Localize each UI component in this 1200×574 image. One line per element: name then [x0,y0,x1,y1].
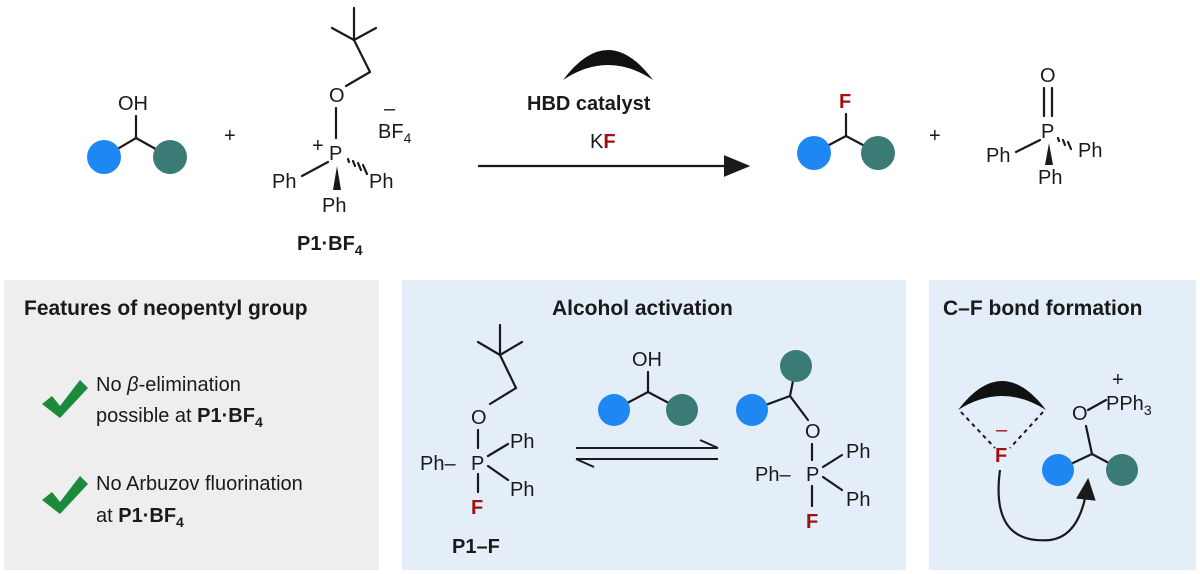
alkoxy-ph-bottom: Ph [846,489,870,511]
phosphine-oxide-byproduct: O P Ph Ph Ph [986,65,1102,189]
p1f-ph-bottom: Ph [510,479,534,501]
hbd-catalyst-icon [563,50,653,80]
activation-oh-label: OH [632,349,662,371]
cf-oxygen: O [1072,403,1088,425]
hbd-catalyst-label: HBD catalyst [527,93,651,115]
oxide-ph-left: Ph [986,145,1010,167]
p1f-name: P1–F [452,536,500,558]
p1f-phosphorus: P [471,453,484,475]
reagent-oxygen: O [329,85,345,107]
alkoxy-ph-dash: Ph– [755,464,791,486]
activation-panel: Alcohol activation O Ph– P Ph Ph F P1–F [402,280,906,570]
p1f-ph-top: Ph [510,431,534,453]
fluoride-ion: F [995,445,1007,467]
blue-substituent [1042,454,1074,486]
alkoxy-oxygen: O [805,421,821,443]
pph3-charge: + [1112,369,1124,391]
activation-alcohol: OH [598,349,698,426]
alcohol-oh-label: OH [118,93,148,115]
teal-substituent [780,350,812,382]
features-panel-title: Features of neopentyl group [24,297,308,320]
product-fluorine: F [839,91,851,113]
reagent-phosphorus: P [329,143,342,165]
reagent-p-charge: + [312,135,324,157]
checkmark-icon [42,476,88,514]
hashed-wedge-bond [1056,136,1073,151]
features-panel-bg [4,280,379,570]
oxide-ph-bottom: Ph [1038,167,1062,189]
alcohol-substrate: OH [87,93,187,174]
blue-substituent [736,394,768,426]
cf-panel-title: C–F bond formation [943,297,1142,320]
cf-panel-bg [929,280,1196,570]
alkoxy-fluorine: F [806,511,818,533]
fluoride-charge: – [996,419,1008,441]
blue-substituent [598,394,630,426]
fluoride-product: F [797,91,895,170]
reagent-name: P1·BF4 [297,233,363,258]
counterion-charge: – [384,98,396,120]
activation-panel-bg [402,280,906,570]
teal-substituent [861,136,895,170]
reaction-conditions: HBD catalyst KF [478,50,751,177]
alkoxy-ph-top: Ph [846,441,870,463]
plus-sign-1: + [224,125,236,147]
solid-wedge-bond [333,166,341,190]
reagent-ph-right: Ph [369,171,393,193]
reagent-ph-left: Ph [272,171,296,193]
reagent-ph-bottom: Ph [322,195,346,217]
hydrogen-bond-left [960,411,996,449]
p1f-ph-dash: Ph– [420,453,456,475]
teal-substituent [1106,454,1138,486]
features-panel: Features of neopentyl group No β-elimina… [4,280,379,570]
feature-1-line2: possible at P1·BF4 [96,405,263,430]
teal-substituent [153,140,187,174]
pph3-label: PPh3 [1106,393,1152,418]
blue-substituent [87,140,121,174]
feature-2-line2: at P1·BF4 [96,505,184,530]
teal-substituent [666,394,698,426]
blue-substituent [797,136,831,170]
feature-2-line1: No Arbuzov fluorination [96,473,303,495]
plus-sign-2: + [929,125,941,147]
counterion-bf4: BF4 [378,121,412,146]
p1-f-structure: O Ph– P Ph Ph F P1–F [420,323,534,558]
cf-formation-panel: C–F bond formation – F O + PPh3 [929,280,1196,570]
reagent-p1-bf4: O P + Ph Ph Ph – BF4 P1·BF4 [272,6,412,258]
hydrogen-bond-right [1009,411,1044,449]
oxide-phosphorus: P [1041,121,1054,143]
p1f-fluorine: F [471,497,483,519]
equilibrium-arrows [575,439,719,468]
kf-reagent: KF [590,131,616,153]
p1f-oxygen: O [471,407,487,429]
checkmark-icon [42,380,88,418]
oxide-ph-right: Ph [1078,140,1102,162]
hbd-catalyst-icon [958,381,1046,410]
nucleophilic-attack-arrow [997,469,1096,542]
solid-wedge-bond [1045,143,1053,165]
feature-1-line1: No β-elimination [96,374,241,396]
activation-panel-title: Alcohol activation [552,297,733,320]
oxide-oxygen: O [1040,65,1056,87]
hashed-wedge-bond [346,157,369,176]
alkoxyphosphorane-structure: O Ph– P Ph Ph F [736,350,870,533]
alkoxy-phosphorus: P [806,464,819,486]
